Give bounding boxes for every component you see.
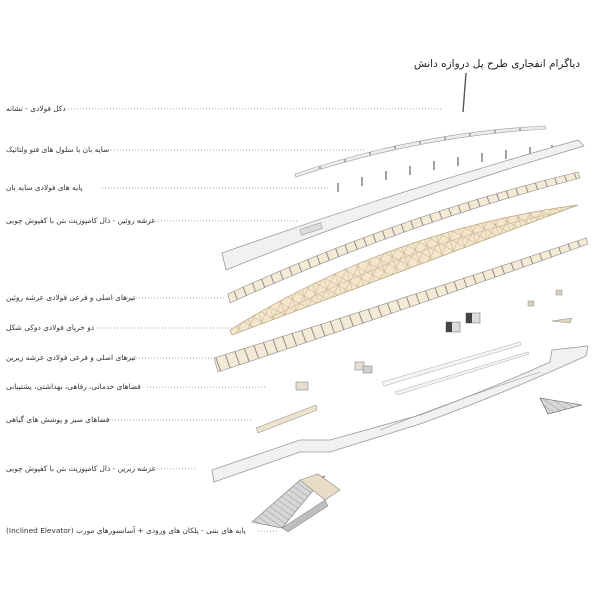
- label-spindle-trusses: دو خرپای فولادی دوکی شکل: [6, 323, 95, 332]
- upper-deck-beams: [227, 171, 581, 304]
- label-canopy-supports: پایه های فولادی سایه بان: [6, 183, 83, 192]
- leader-lines: [68, 108, 442, 532]
- label-upper-deck: عرشه روئین - دال کامپوزیت بتن با کفپوش چ…: [6, 216, 156, 225]
- lower-deck-beams: [213, 237, 589, 373]
- pv-canopy: [294, 125, 547, 178]
- service-blocks: [295, 289, 573, 391]
- label-green-spaces: فضاهای سبز و پوشش های گیاهی: [6, 415, 110, 424]
- green-planter: [255, 404, 318, 434]
- label-upper-deck-beams: تیرهای اصلی و فرعی فولادی عرشه روئین: [6, 293, 136, 302]
- label-concrete-piers: پایه های بتنی - پلکان های ورودی + آسانسو…: [6, 526, 246, 535]
- diagram-title: دیاگرام انفجاری طرح پل دروازه دانش: [413, 58, 580, 70]
- label-service-spaces: فضاهای خدماتی، رفاهی، بهداشتی، پشتیبانی: [6, 382, 141, 391]
- steel-mast: [462, 72, 467, 113]
- label-lower-deck-beams: تیرهای اصلی و فرعی فولادی عرشه زیرین: [6, 353, 136, 362]
- canopy-cells: [319, 128, 521, 169]
- concrete-pier: [299, 473, 341, 501]
- green-strip: [381, 341, 522, 387]
- label-lower-deck: عرشه زیرین - دال کامپوزیت بتن با کفپوش چ…: [6, 464, 157, 473]
- upper-deck-slab: [221, 139, 585, 271]
- spindle-trusses: [229, 204, 579, 336]
- pier-stairs: [251, 475, 326, 529]
- label-pv-canopy: سایه بان با سلول های فتو ولتائیک: [6, 145, 110, 154]
- lower-deck-slab: [211, 345, 589, 483]
- planter-ramp: [539, 397, 583, 415]
- label-steel-mast: دکل فولادی - نشانه: [6, 104, 66, 113]
